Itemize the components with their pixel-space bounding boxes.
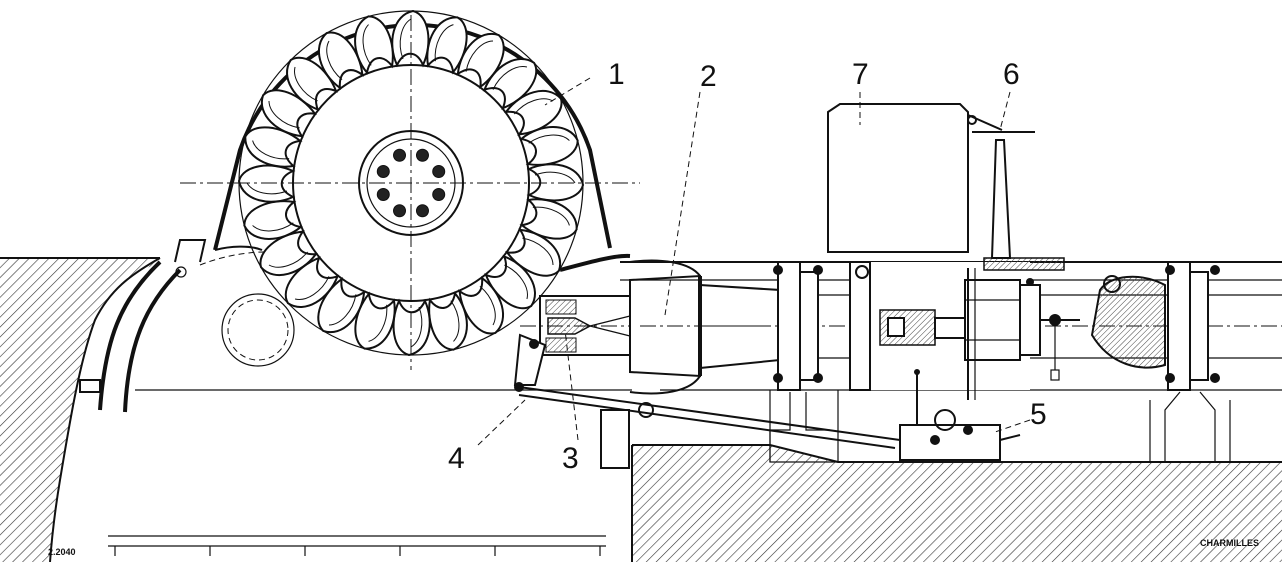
runner-bucket bbox=[392, 298, 431, 357]
inlet-pipe bbox=[600, 259, 781, 469]
runner-bucket bbox=[526, 163, 585, 202]
governor-cabinet bbox=[827, 103, 969, 253]
runner-bucket bbox=[317, 277, 366, 334]
runner-bucket bbox=[244, 126, 303, 168]
deflector bbox=[513, 333, 901, 449]
pit-floor bbox=[108, 389, 632, 556]
runner-bucket bbox=[354, 291, 396, 350]
runner-bucket bbox=[505, 228, 562, 277]
runner-bucket bbox=[243, 200, 303, 240]
runner-bucket bbox=[286, 56, 338, 112]
runner-bucket bbox=[456, 32, 505, 89]
hub-bolt bbox=[376, 165, 390, 179]
hub-bolt bbox=[415, 148, 429, 162]
credit-label: CHARMILLES bbox=[1200, 538, 1259, 548]
runner-bucket bbox=[284, 256, 340, 308]
pelton-runner bbox=[180, 9, 640, 370]
hub-bolt bbox=[432, 187, 446, 201]
drawing-number: 2.2040 bbox=[48, 547, 76, 557]
runner-bucket bbox=[482, 58, 538, 110]
runner-bucket bbox=[458, 276, 505, 335]
callout-4: 4 bbox=[448, 442, 465, 475]
runner-bucket bbox=[484, 254, 536, 310]
runner-bucket bbox=[519, 126, 579, 166]
handwheel bbox=[967, 114, 1065, 400]
right-foundation bbox=[631, 444, 1282, 562]
hub-bolt bbox=[415, 204, 429, 218]
runner-bucket bbox=[426, 16, 468, 75]
hub-bolt bbox=[393, 204, 407, 218]
callout-1: 1 bbox=[608, 58, 625, 91]
runner-bucket bbox=[237, 164, 296, 203]
runner-bucket bbox=[317, 31, 364, 90]
runner-shroud bbox=[79, 239, 295, 413]
callout-3: 3 bbox=[562, 442, 579, 475]
main-pipeline bbox=[620, 261, 1282, 463]
nozzle-assembly bbox=[520, 295, 770, 356]
left-foundation bbox=[0, 257, 161, 563]
hub-bolt bbox=[432, 165, 446, 179]
leader-lines bbox=[477, 77, 1031, 446]
hub-bolt bbox=[393, 148, 407, 162]
runner-bucket bbox=[391, 9, 430, 68]
runner-bucket bbox=[260, 89, 317, 138]
runner-bucket bbox=[504, 89, 563, 136]
callout-5: 5 bbox=[1030, 398, 1047, 431]
runner-bucket bbox=[519, 198, 578, 240]
callout-7: 7 bbox=[852, 58, 869, 91]
runner-bucket bbox=[428, 291, 468, 351]
callout-6: 6 bbox=[1003, 58, 1020, 91]
runner-bucket bbox=[259, 230, 318, 277]
actuator bbox=[899, 369, 1021, 461]
hub-bolt bbox=[376, 187, 390, 201]
runner-bucket bbox=[354, 15, 394, 75]
callout-2: 2 bbox=[700, 60, 717, 93]
